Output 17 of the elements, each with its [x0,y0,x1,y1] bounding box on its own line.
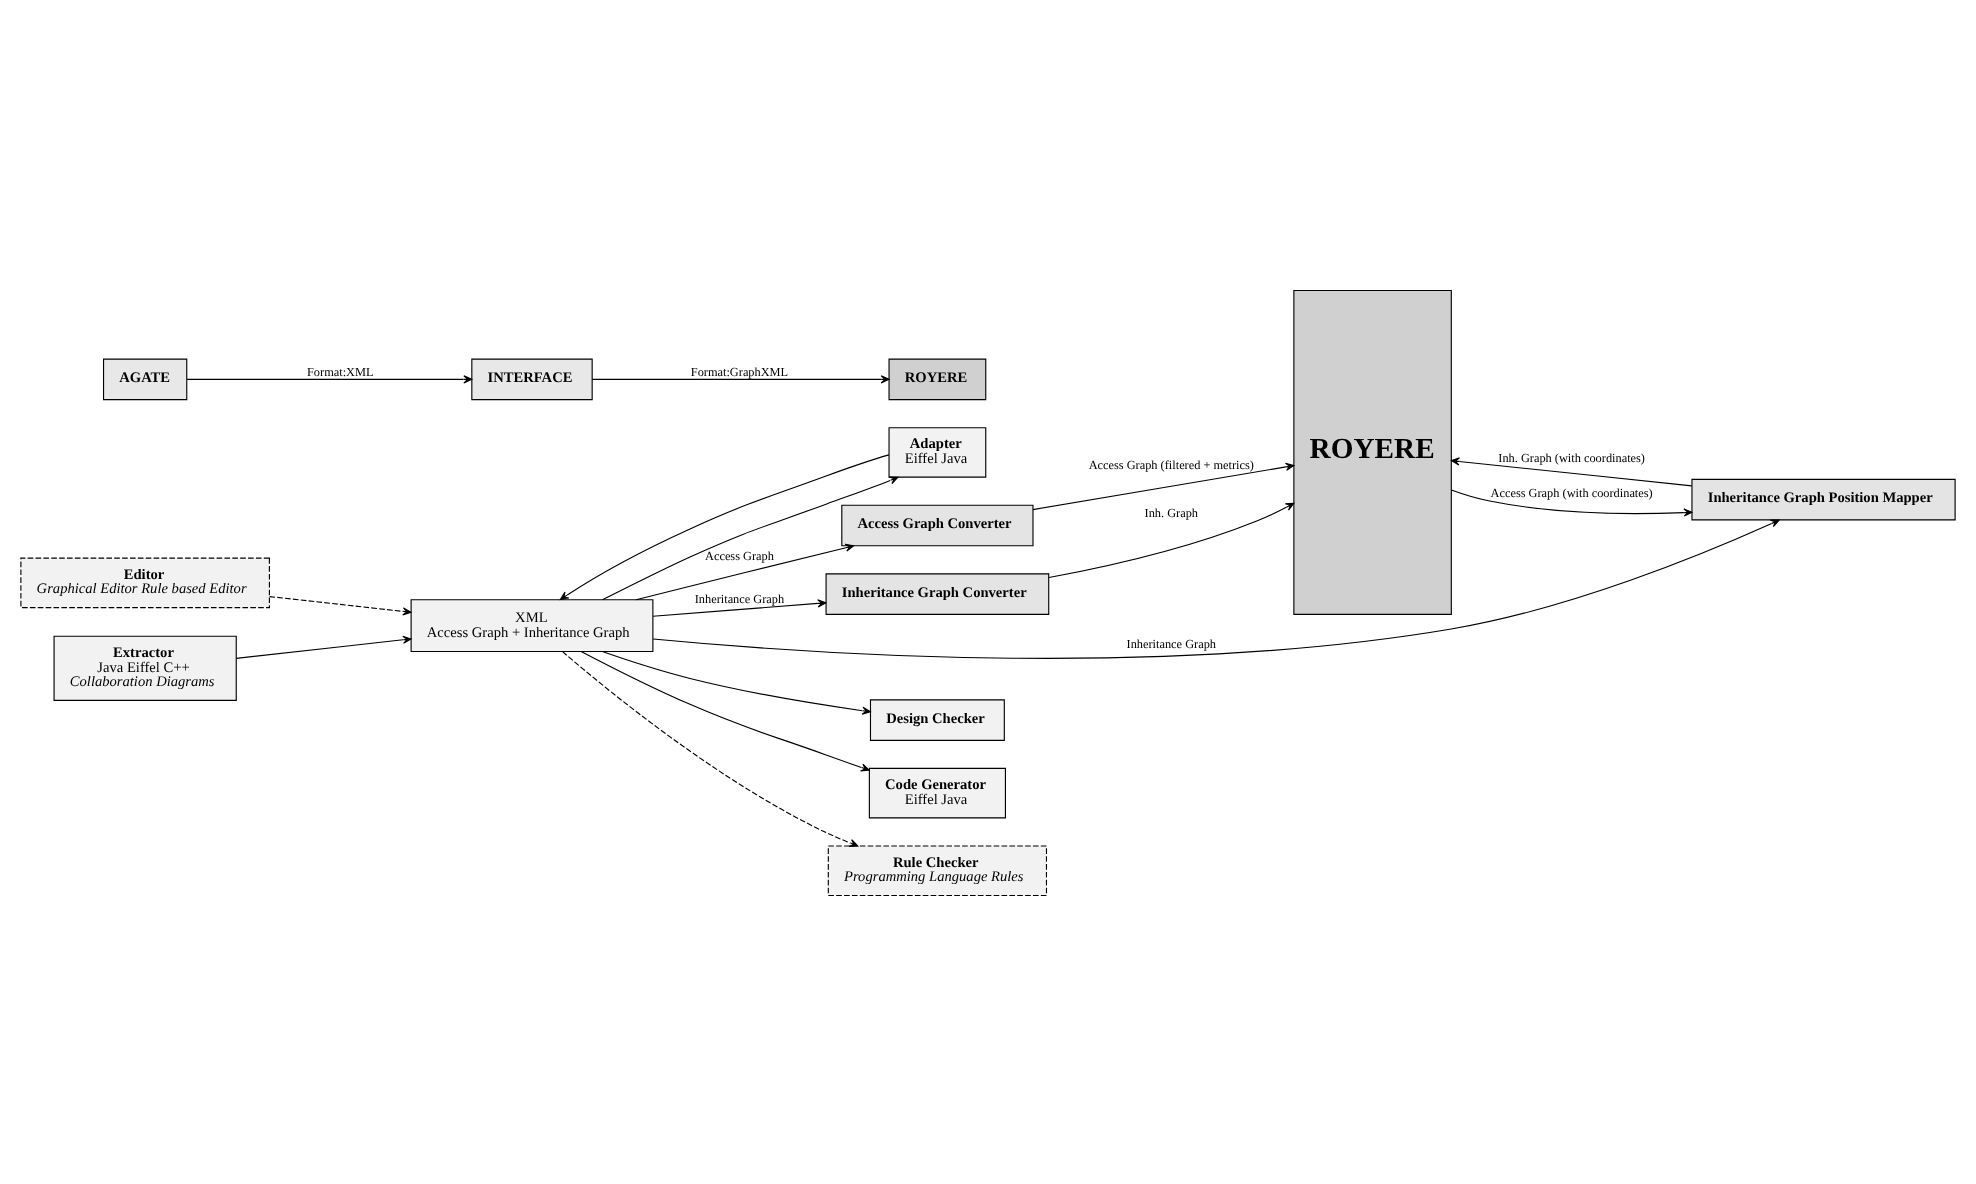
arrow [562,650,859,846]
arrow [235,634,412,658]
arrow [652,518,1780,658]
arrow [1048,501,1295,578]
arrow [652,598,827,616]
arrow [186,374,473,383]
arrow [559,453,890,600]
arrow [602,475,899,600]
arrow [1450,456,1693,486]
node-box: ROYERE [1293,288,1452,614]
arrow [1450,488,1693,516]
arrow [1032,461,1295,510]
arrow [269,595,412,615]
arrow [591,374,890,383]
arrow [635,542,855,600]
arrow [581,650,870,771]
arrow [601,650,871,714]
